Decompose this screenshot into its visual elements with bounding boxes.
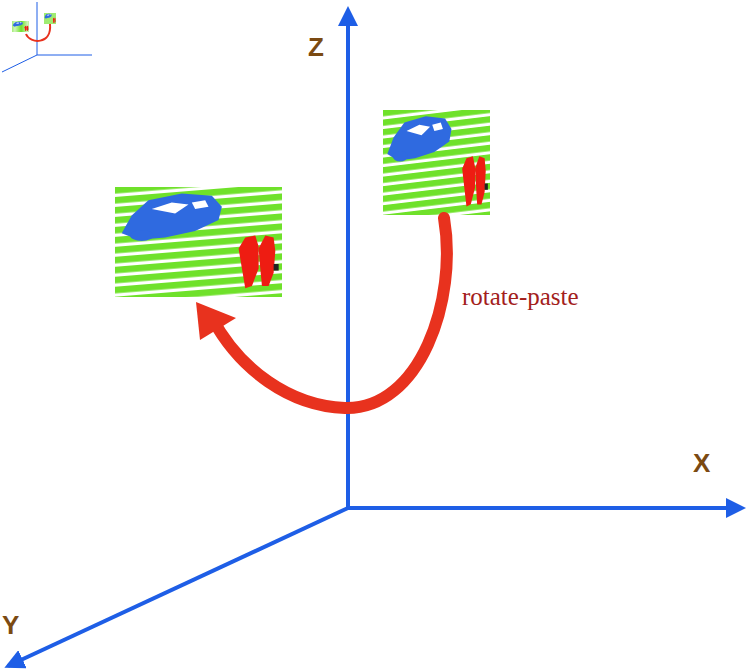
operation-label: rotate-paste bbox=[462, 284, 579, 309]
source-scene bbox=[383, 110, 490, 215]
axis-label: X bbox=[693, 450, 710, 476]
axis-label: Z bbox=[308, 34, 324, 60]
axis-label: Y bbox=[2, 612, 19, 638]
pasted-scene bbox=[115, 187, 282, 297]
